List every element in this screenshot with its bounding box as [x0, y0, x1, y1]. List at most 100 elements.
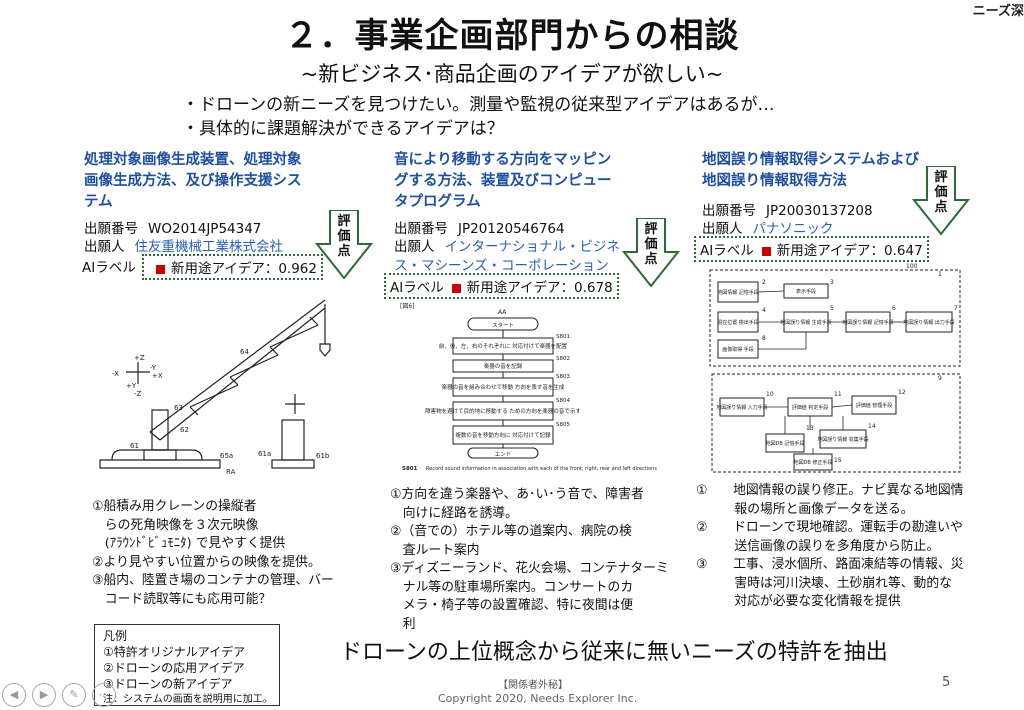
- fig-label: +X: [152, 372, 163, 380]
- patent-3-assignee: 出願人パナソニック: [702, 220, 834, 239]
- number-label: 出願番号: [702, 203, 756, 219]
- patent-1-ai-label-row: AIラベル: [82, 256, 136, 276]
- fig-label: 61: [130, 442, 139, 450]
- step-id: S803: [556, 374, 570, 380]
- patent-title-line: テム: [84, 194, 113, 210]
- copyright: Copyright 2020, Needs Explorer Inc.: [438, 692, 638, 705]
- pen-tool-button[interactable]: ✎: [62, 683, 86, 707]
- fig-label: 64: [240, 348, 249, 356]
- flow-step: 前、後、左、右のそれぞれに 対応付けて楽器を配置: [439, 342, 568, 350]
- number-label: 出願番号: [394, 221, 448, 237]
- block-label: 画像取得 手段: [722, 346, 754, 353]
- next-slide-button[interactable]: ▶: [32, 683, 56, 707]
- page-subtitle: ~新ビジネス･商品企画のアイデアが欲しい~: [300, 62, 724, 86]
- ai-score: 新用途アイデア：0.962: [171, 261, 317, 277]
- patent-1-score-arrow: 評価点: [314, 209, 374, 280]
- assignee-label: 出願人: [84, 239, 125, 255]
- fig-num: 1: [938, 271, 942, 278]
- red-square-icon: [451, 283, 461, 293]
- legend-item: ②ドローンの応用アイデア: [103, 661, 245, 675]
- bullet-2: ・具体的に課題解決ができるアイデアは？: [182, 119, 504, 139]
- patent-title-line: 地図誤り情報取得システムおよび: [702, 152, 920, 168]
- step-id: S805: [556, 422, 570, 428]
- bullet-1: ・ドローンの新ニーズを見つけたい。測量や監視の従来型アイデアはあるが…: [182, 95, 775, 115]
- patent-2-title: 音により移動する方向をマッピン グする方法、装置及びコンピュー タプログラム: [394, 150, 674, 213]
- flow-step: 楽器の音を組み合わせて移動 方向を表す音を生成: [442, 383, 565, 391]
- fig-num: 4: [762, 307, 766, 314]
- flow-step: 障害物を避けて目的地に移動する ための方向を楽器の音で示す: [425, 407, 581, 415]
- more-options-button[interactable]: ⋯: [92, 683, 116, 707]
- legend-item: ③ドローンの新アイデア: [103, 677, 233, 691]
- fig-num: 9: [938, 375, 942, 382]
- flow-caption: Record sound information in association …: [426, 466, 657, 472]
- flow-end: エンド: [495, 451, 512, 458]
- patent-1-ai-score-box: 新用途アイデア：0.962: [142, 254, 323, 280]
- block-label: 地図DB 記憶手段: [766, 440, 805, 447]
- number-value: JP20030137208: [766, 203, 873, 219]
- block-label: 現在位置 検出手段: [717, 319, 759, 326]
- flow-step: 楽器の音を記録: [484, 362, 523, 370]
- legend-item: ①特許オリジナルアイデア: [103, 645, 246, 659]
- fig-label: 61b: [316, 452, 330, 460]
- conclusion-banner: ドローンの上位概念から従来に無いニーズの特許を抽出: [340, 640, 888, 665]
- prev-slide-button[interactable]: ◀: [2, 683, 26, 707]
- flow-start: スタート: [492, 321, 514, 329]
- ai-label: AIラベル: [700, 243, 754, 259]
- red-square-icon: [761, 246, 771, 256]
- corner-label: ニーズ深: [972, 4, 1024, 19]
- assignee-label: 出願人: [394, 239, 435, 255]
- fig-num: 10: [766, 391, 774, 398]
- block-label: 表示手段: [796, 288, 816, 295]
- fig-label: 65a: [220, 452, 233, 460]
- fig-id: AA: [498, 309, 507, 316]
- patent-title-line: 地図誤り情報取得方法: [702, 173, 847, 189]
- number-value: JP20120546764: [458, 221, 565, 237]
- assignee-value: パナソニック: [752, 221, 834, 237]
- fig-label: RA: [226, 468, 236, 476]
- fig-num: 15: [834, 457, 842, 464]
- block-label: 地図誤り情報 記憶手段: [842, 319, 894, 326]
- fig-num: 7: [954, 305, 958, 312]
- number-value: WO2014JP54347: [148, 221, 262, 237]
- assignee-value: 住友重機械工業株式会社: [134, 239, 284, 255]
- patent-3-description: ① 地図情報の誤り修正。ナビ異なる地図情 報の場所と画像データを送る。② ドロー…: [696, 483, 964, 609]
- legend-note: 注：システムの画面を説明用に加工。: [103, 694, 273, 705]
- fig-label: +Z: [134, 354, 145, 362]
- patent-title-line: 画像生成方法、及び操作支援シス: [84, 173, 302, 189]
- patent-3-figure-block-diagram: 地図情報 記憶手段 表示手段 現在位置 検出手段 地図誤り情報 生成手段 地図誤…: [709, 263, 961, 473]
- arrow-text: 評価点: [934, 170, 948, 215]
- patent-2-assignee-cont: ス・マシーンズ・コーポレーション: [394, 258, 609, 274]
- patent-1-assignee: 出願人住友重機械工業株式会社: [84, 238, 283, 257]
- patent-title-line: タプログラム: [394, 194, 481, 210]
- fig-label: 61a: [258, 450, 271, 458]
- arrow-text: 評価点: [337, 214, 351, 259]
- step-id: S801: [556, 334, 570, 340]
- patent-1-figure-crane: +Z -Y +X -X +Y -Z 64 63 62 61 65a 61a 61…: [99, 299, 331, 476]
- down-arrow-icon: [621, 217, 681, 288]
- patent-2-assignee: 出願人インターナショナル・ビジネ: [394, 238, 620, 257]
- step-id: S804: [556, 398, 570, 404]
- fig-header: [図6]: [400, 303, 415, 310]
- fig-num: 3: [830, 279, 834, 286]
- block-label: 地図情報 記憶手段: [717, 289, 759, 296]
- patent-2-number: 出願番号 JP20120546764: [394, 220, 565, 239]
- confidential-label: 【関係者外秘】: [498, 680, 568, 691]
- fig-label: +Y: [126, 382, 137, 390]
- patent-1-title: 処理対象画像生成装置、処理対象 画像生成方法、及び操作支援シス テム: [84, 150, 374, 213]
- red-square-icon: [156, 264, 165, 274]
- page-number: 5: [942, 675, 951, 690]
- down-arrow-icon: [314, 209, 374, 280]
- block-label: 地図誤り情報 生成手段: [780, 319, 832, 326]
- patent-title-line: 音により移動する方向をマッピン: [394, 152, 612, 168]
- fig-num: 12: [898, 389, 906, 396]
- fig-label: 63: [174, 404, 183, 412]
- fig-label: -Z: [134, 390, 142, 398]
- ai-label: AIラベル: [82, 260, 136, 276]
- patent-3-ai-score-box: AIラベル 新用途アイデア：0.647: [694, 236, 929, 262]
- ai-score: 新用途アイデア：0.647: [776, 243, 923, 259]
- fig-label: 62: [180, 426, 189, 434]
- flow-step: 複数の音を移動方向に 対応付けて記録: [455, 431, 551, 439]
- block-label: 地図DB 修正手段: [794, 459, 833, 466]
- fig-num: 13: [806, 425, 814, 432]
- fig-num: 11: [834, 391, 842, 398]
